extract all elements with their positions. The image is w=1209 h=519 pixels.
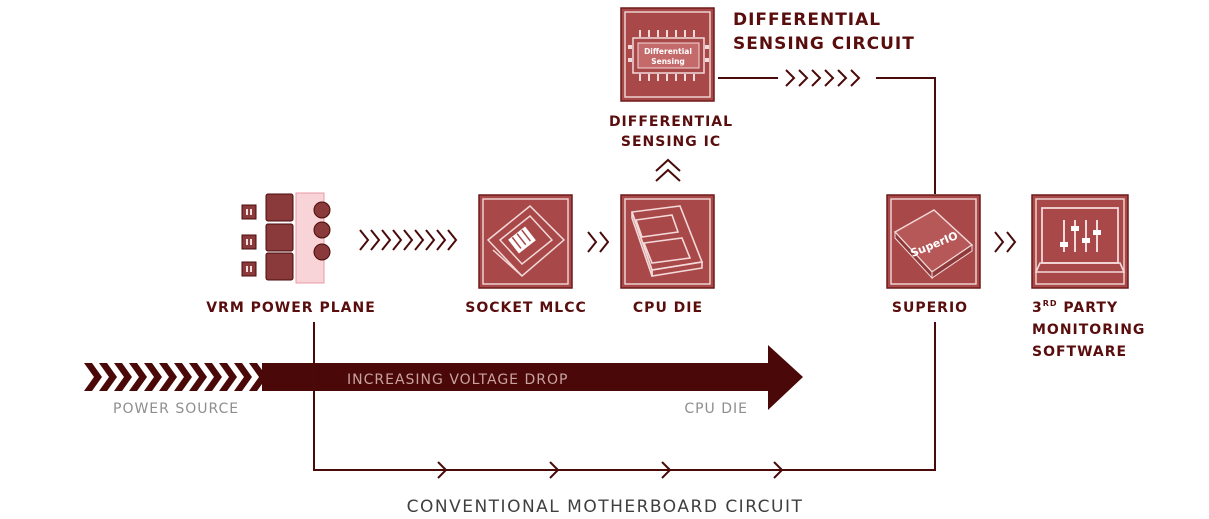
superio-node: SuperIO bbox=[886, 194, 981, 289]
voltage-drop-arrow: INCREASING VOLTAGE DROP bbox=[84, 345, 803, 410]
ic-chip-text-2: Sensing bbox=[651, 57, 685, 66]
ic-to-superio-chevrons-icon bbox=[718, 69, 936, 194]
socket-mlcc-node bbox=[478, 194, 573, 289]
ic-label-line-2: SENSING IC bbox=[621, 134, 721, 150]
vrm-power-plane-icon bbox=[241, 192, 331, 284]
arrow-cpu-die-label: CPU DIE bbox=[684, 401, 748, 417]
chip-icon: Differential Sensing bbox=[628, 30, 709, 81]
socket-icon bbox=[486, 204, 566, 278]
mlcc-label: SOCKET MLCC bbox=[465, 300, 587, 316]
conventional-circuit-line bbox=[313, 322, 936, 479]
software-label-line-1: 3RD PARTY bbox=[1032, 299, 1118, 316]
cpu-label: CPU DIE bbox=[633, 300, 703, 316]
ic-chip-text-1: Differential bbox=[644, 47, 692, 56]
voltage-drop-text: INCREASING VOLTAGE DROP bbox=[347, 372, 568, 388]
vrm-label: VRM POWER PLANE bbox=[206, 300, 376, 316]
software-label-line-3: SOFTWARE bbox=[1032, 344, 1127, 360]
cpu-die-node bbox=[620, 194, 715, 289]
title-line-2: SENSING CIRCUIT bbox=[733, 34, 915, 54]
differential-sensing-ic-node: Differential Sensing bbox=[620, 7, 715, 102]
software-label-line-2: MONITORING bbox=[1032, 322, 1145, 338]
power-source-chevrons-icon bbox=[84, 363, 267, 391]
superio-label: SUPERIO bbox=[892, 300, 968, 316]
superio-chip-icon: SuperIO bbox=[893, 209, 974, 280]
ic-label-line-1: DIFFERENTIAL bbox=[609, 114, 733, 130]
power-source-label: POWER SOURCE bbox=[113, 401, 239, 417]
monitor-sliders-icon bbox=[1034, 207, 1126, 273]
superio-to-software-chevrons-icon bbox=[994, 231, 1017, 253]
vrm-to-mlcc-chevrons-icon bbox=[359, 229, 458, 251]
cpu-die-icon bbox=[630, 205, 704, 277]
conventional-label: CONVENTIONAL MOTHERBOARD CIRCUIT bbox=[407, 497, 804, 517]
up-chevrons-icon bbox=[655, 158, 681, 182]
mlcc-to-cpu-chevrons-icon bbox=[587, 231, 610, 253]
monitoring-software-node bbox=[1031, 194, 1129, 289]
title-line-1: DIFFERENTIAL bbox=[733, 10, 881, 30]
